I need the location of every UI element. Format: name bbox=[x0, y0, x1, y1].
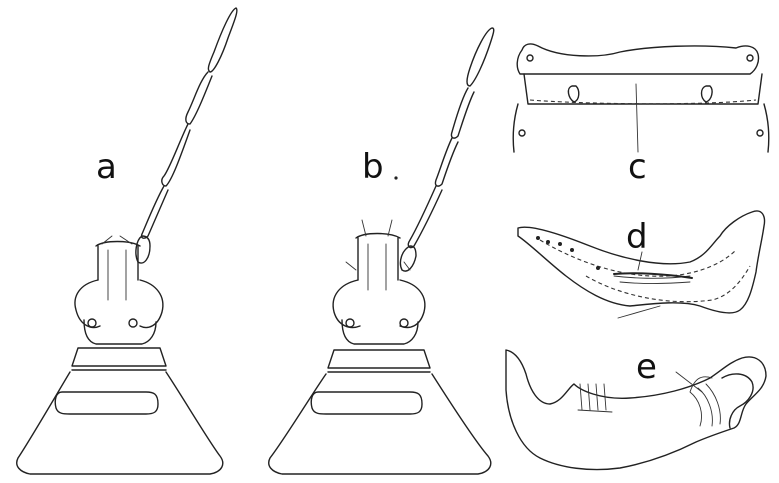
figure-b-clypeus bbox=[356, 234, 400, 281]
figure-b-right-eye bbox=[400, 280, 425, 327]
label-a: a bbox=[96, 147, 117, 187]
label-c: c bbox=[628, 147, 647, 187]
figure-b-pronotum bbox=[269, 350, 491, 474]
figure-d: d bbox=[518, 211, 765, 318]
figure-a-right-eye bbox=[140, 280, 163, 327]
figure-a-left-eye bbox=[75, 280, 100, 327]
figure-e: e bbox=[506, 347, 766, 470]
figure-b: b bbox=[269, 28, 494, 474]
figure-a-pronotum bbox=[17, 348, 223, 474]
label-d: d bbox=[626, 217, 648, 257]
figure-b-antenna bbox=[400, 28, 493, 271]
label-e: e bbox=[636, 347, 657, 387]
figure-c: c bbox=[513, 44, 769, 187]
figure-a-clypeus bbox=[96, 242, 140, 281]
figure-a-antenna bbox=[136, 8, 237, 263]
figure-a-head bbox=[84, 320, 156, 344]
label-b: b bbox=[362, 147, 384, 187]
figure-a: a bbox=[17, 8, 237, 474]
